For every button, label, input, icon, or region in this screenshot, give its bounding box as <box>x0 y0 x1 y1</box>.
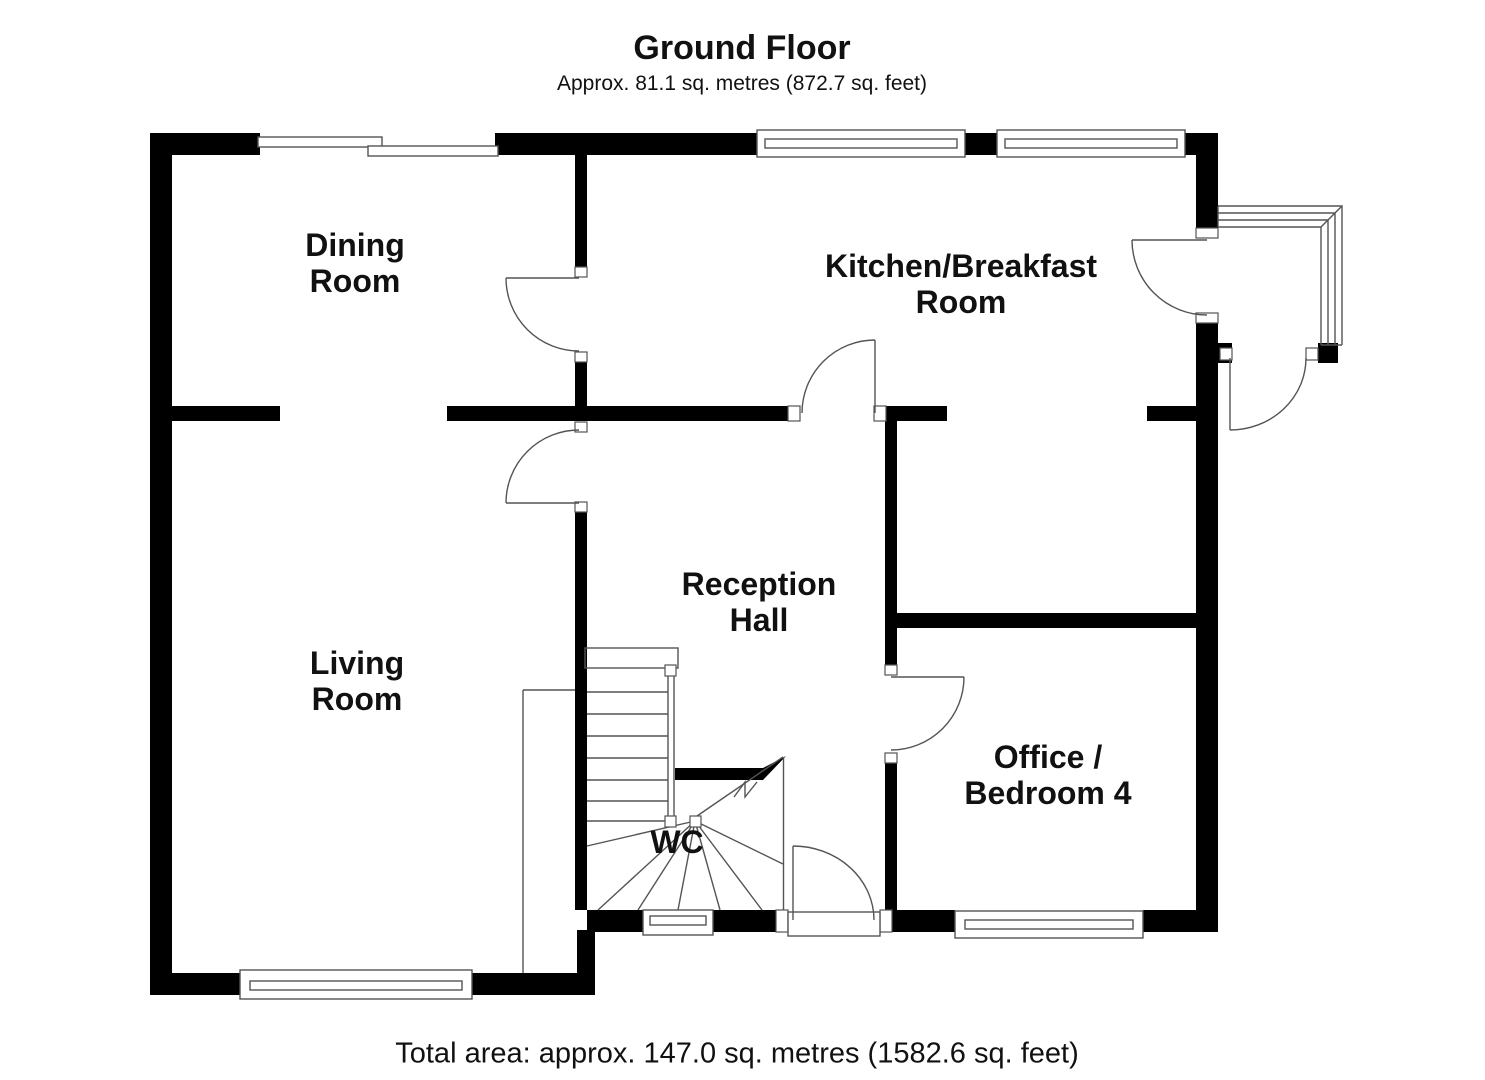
wall-living-hall <box>575 512 587 910</box>
wall-office-north <box>897 613 1196 628</box>
room-label-office: Office / Bedroom 4 <box>964 738 1132 811</box>
stair-break-zigzag <box>733 779 758 799</box>
door-entrance-kitchen <box>1131 239 1208 316</box>
stair-newel-bottom-1 <box>664 815 677 828</box>
wall-bottom-office-left <box>892 910 955 932</box>
stair-handrail <box>667 667 675 822</box>
wall-porch-pier <box>1318 343 1338 363</box>
wall-wc <box>675 768 763 780</box>
porch-glazing <box>1217 205 1343 346</box>
porch-mitre-line <box>1320 205 1343 228</box>
wall-right-upper <box>1196 133 1218 228</box>
wall-bottom-living-right <box>472 973 595 995</box>
window-stairs <box>642 909 714 936</box>
door-dining-kitchen <box>505 277 580 352</box>
doors <box>505 239 1307 937</box>
stair-winder-fan <box>586 756 785 911</box>
wall-top-a <box>150 133 260 155</box>
door-living-hall <box>505 429 580 504</box>
wall-living-dining-left <box>168 406 280 421</box>
wall-bottom-living-left <box>150 973 240 995</box>
wall-step <box>577 930 595 995</box>
window-office <box>954 910 1144 939</box>
wall-bottom-hall-right <box>713 910 776 932</box>
wall-dining-kitchen-top <box>575 155 587 267</box>
room-label-kitchen: Kitchen/Breakfast Room <box>824 247 1098 320</box>
page-subtitle: Approx. 81.1 sq. metres (872.7 sq. feet) <box>556 72 928 96</box>
wall-wc-angled-end <box>763 756 786 780</box>
wall-hall-north-stub2 <box>1147 406 1196 421</box>
stair-treads <box>587 691 668 822</box>
wall-top-pier <box>965 133 997 155</box>
staircase <box>522 647 785 973</box>
window-dining <box>257 136 499 157</box>
room-label-reception: Reception Hall <box>681 565 837 638</box>
wall-bottom-hall-left <box>587 910 643 932</box>
door-jambs <box>574 227 1319 933</box>
wall-hall-east-bottom <box>885 763 897 912</box>
door-rear-entrance <box>787 845 881 937</box>
windows <box>239 129 1186 1000</box>
door-hall-office <box>890 676 965 751</box>
stair-newel-bottom-2 <box>689 815 702 828</box>
door-hall-kitchen <box>801 339 876 414</box>
wall-left <box>150 133 172 995</box>
room-label-wc: WC <box>650 823 704 860</box>
rear-door-threshold <box>787 911 881 937</box>
window-kitchen-2 <box>996 129 1186 158</box>
understairs-cupboard <box>522 689 575 973</box>
stair-newel-top <box>664 664 677 677</box>
room-label-living: Living Room <box>309 644 405 717</box>
wall-hall-north <box>447 406 788 421</box>
total-area-text: Total area: approx. 147.0 sq. metres (15… <box>395 1037 1079 1070</box>
page-title: Ground Floor <box>633 28 851 67</box>
wall-hall-east-top <box>885 421 897 665</box>
wall-right-lower <box>1196 323 1218 930</box>
interior-walls <box>168 155 1196 912</box>
window-living <box>239 969 473 1000</box>
wall-hall-north-stub1 <box>886 406 947 421</box>
window-kitchen-1 <box>756 129 966 158</box>
door-porch-south <box>1229 357 1307 431</box>
wall-bottom-office-right <box>1143 910 1218 932</box>
room-label-dining: Dining Room <box>305 226 405 299</box>
wall-dining-kitchen-bottom <box>575 362 587 407</box>
stair-top-landing <box>584 647 679 669</box>
wall-top-b <box>495 133 757 155</box>
